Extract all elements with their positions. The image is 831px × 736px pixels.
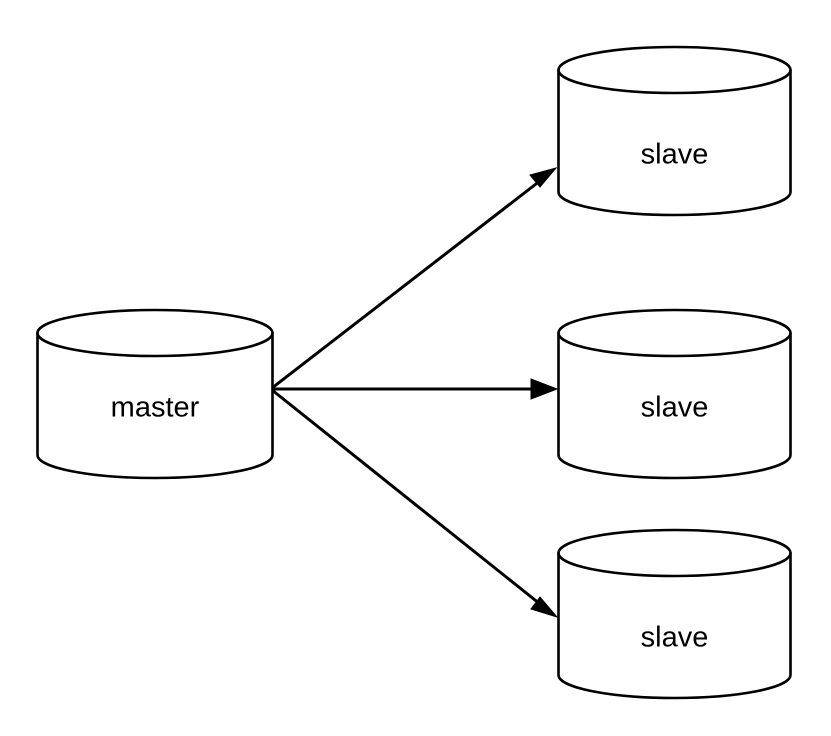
edge-line-master-to-slave-1	[271, 175, 546, 390]
arrowhead-icon-master-to-slave-3	[530, 596, 559, 618]
slave-2-cylinder-body	[557, 331, 792, 480]
node-slave-3[interactable]: slave	[557, 528, 792, 700]
node-master[interactable]: master	[36, 308, 274, 480]
node-label-slave-1: slave	[641, 139, 709, 171]
edges-layer	[271, 167, 559, 618]
node-slave-1[interactable]: slave	[557, 45, 792, 217]
master-cylinder-top	[36, 308, 274, 358]
edge-master-to-slave-3[interactable]	[271, 388, 559, 618]
slave-2-cylinder-top	[557, 308, 792, 358]
edge-master-to-slave-1[interactable]	[271, 167, 558, 390]
slave-3-cylinder-top	[557, 528, 792, 578]
slave-1-cylinder-body	[557, 68, 792, 217]
edge-line-master-to-slave-3	[271, 388, 546, 610]
master-cylinder-body	[36, 331, 274, 480]
slave-1-cylinder-top	[557, 45, 792, 95]
arrowhead-icon-master-to-slave-1	[529, 167, 558, 188]
node-label-slave-3: slave	[641, 622, 709, 654]
node-label-slave-2: slave	[641, 392, 709, 424]
node-label-master: master	[111, 392, 200, 424]
node-slave-2[interactable]: slave	[557, 308, 792, 480]
arrowhead-icon-master-to-slave-2	[530, 378, 559, 400]
edge-master-to-slave-2[interactable]	[272, 378, 559, 400]
slave-3-cylinder-body	[557, 551, 792, 700]
